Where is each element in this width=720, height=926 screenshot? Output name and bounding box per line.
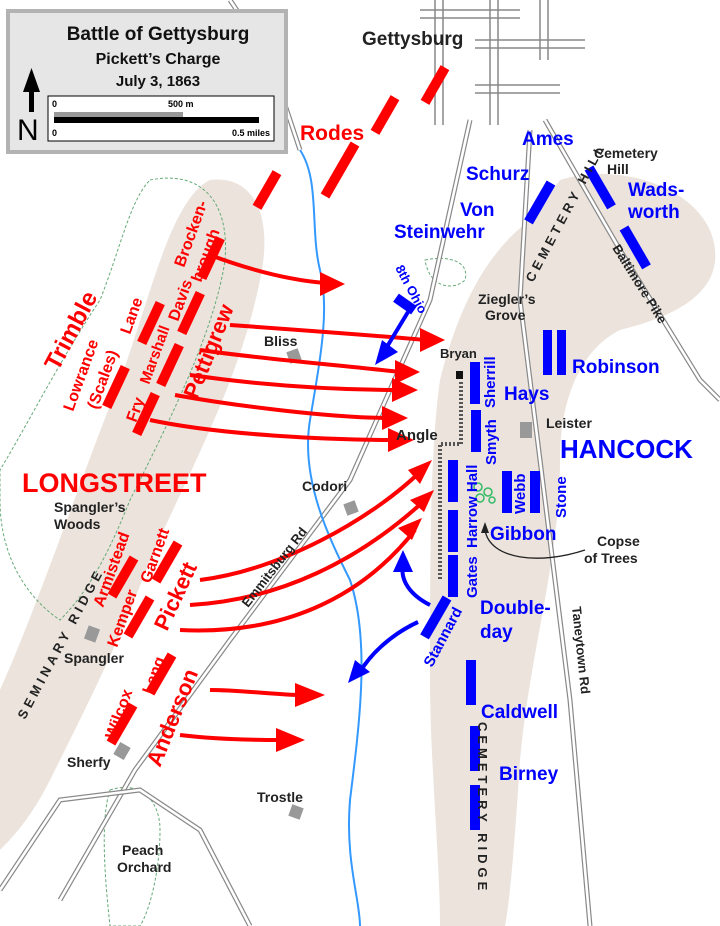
label-birney: Birney — [499, 764, 559, 785]
label-rodes: Rodes — [300, 122, 364, 145]
label-hancock: HANCOCK — [560, 434, 693, 464]
label-hall: Hall — [464, 465, 481, 493]
north-label: N — [17, 114, 39, 147]
label-peach-orchard-2: Orchard — [117, 859, 171, 875]
union-arrowheads — [348, 340, 413, 683]
bryan-house — [456, 371, 463, 379]
scale-m-label: 500 m — [168, 99, 194, 109]
label-bliss: Bliss — [264, 333, 298, 349]
cemetery-ridge-terrain — [430, 173, 716, 926]
town-grid — [420, 0, 585, 125]
label-spangler: Spangler — [64, 650, 124, 666]
label-von: Von — [460, 200, 494, 221]
label-cemetery-ridge: CEMETERY RIDGE — [475, 722, 490, 894]
sherfy-farm — [113, 741, 131, 761]
scale-m-zero: 0 — [52, 99, 57, 109]
seminary-ridge-terrain — [0, 179, 265, 850]
label-zieglers-grove-1: Ziegler’s — [478, 291, 536, 307]
stream — [299, 149, 363, 926]
codori-farm — [343, 500, 359, 516]
label-cemetery-hill-1: Cemetery — [594, 145, 658, 161]
label-wads: Wads- — [628, 180, 684, 201]
stone-wall — [438, 382, 463, 580]
scale-mi-label: 0.5 miles — [232, 128, 270, 138]
confederate-units — [102, 235, 225, 746]
label-webb: Webb — [512, 473, 529, 514]
label-spanglers-woods-1: Spangler’s — [54, 499, 126, 515]
legend-title: Battle of Gettysburg — [67, 24, 250, 45]
label-longstreet: LONGSTREET — [22, 468, 207, 498]
label-spanglers-woods-2: Woods — [54, 516, 101, 532]
label-gates: Gates — [464, 556, 481, 598]
copse-of-trees-icon — [473, 482, 496, 504]
label-peach-orchard-1: Peach — [122, 842, 163, 858]
label-harrow-hall: Harrow Hall — [464, 465, 481, 548]
label-day: day — [480, 622, 513, 643]
legend-date: July 3, 1863 — [116, 73, 200, 90]
scale-mi-zero: 0 — [52, 128, 57, 138]
label-angle: Angle — [396, 427, 438, 444]
copse-pointer-arrow — [484, 529, 586, 559]
label-copse-2: of Trees — [584, 550, 638, 566]
label-sherrill: Sherrill — [482, 356, 499, 408]
label-gettysburg: Gettysburg — [362, 29, 463, 50]
label-caldwell: Caldwell — [481, 702, 558, 723]
label-stone: Stone — [553, 476, 570, 518]
label-smyth: Smyth — [483, 419, 500, 465]
label-worth: worth — [627, 202, 680, 223]
label-harrow: Harrow — [464, 496, 481, 548]
label-sherfy: Sherfy — [67, 754, 111, 770]
label-steinwehr: Steinwehr — [394, 222, 485, 243]
label-robinson: Robinson — [572, 357, 660, 378]
label-double: Double- — [480, 598, 551, 619]
label-hays: Hays — [504, 384, 549, 405]
label-schurz: Schurz — [466, 164, 529, 185]
north-arrow-icon — [23, 68, 40, 112]
label-emmitsburg-rd: Emmitsburg Rd — [239, 524, 310, 610]
label-trostle: Trostle — [257, 789, 303, 805]
union-units — [393, 165, 651, 830]
legend-box: Battle of Gettysburg Pickett’s Charge Ju… — [6, 9, 288, 154]
confederate-advance-arrows — [149, 65, 450, 752]
label-leister: Leister — [546, 415, 592, 431]
label-cemetery-hill-2: Hill — [607, 161, 629, 177]
label-bryan: Bryan — [440, 346, 477, 361]
label-gibbon: Gibbon — [490, 524, 556, 545]
label-taneytown-rd: Taneytown Rd — [569, 606, 593, 695]
legend-subtitle: Pickett’s Charge — [96, 51, 221, 68]
label-codori: Codori — [302, 478, 347, 494]
label-ames: Ames — [522, 129, 574, 150]
leister-house — [520, 422, 532, 438]
trostle-farm — [288, 804, 304, 820]
label-copse-1: Copse — [597, 533, 640, 549]
spangler-farm — [83, 625, 101, 643]
label-zieglers-grove-2: Grove — [485, 307, 526, 323]
